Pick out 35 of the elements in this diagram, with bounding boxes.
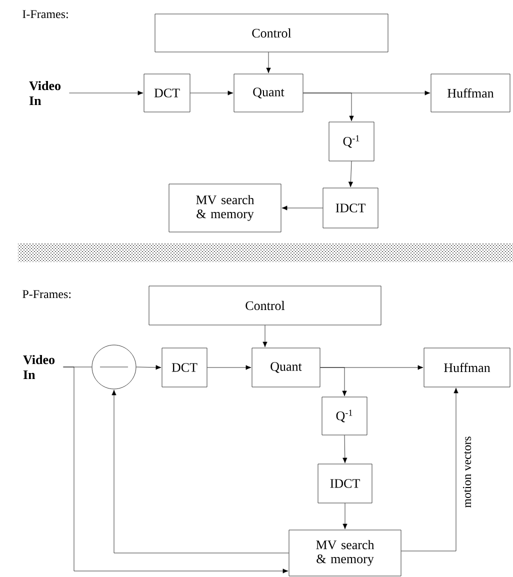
process-box: Control (154, 14, 388, 52)
arrow (401, 388, 458, 552)
input-label: Video In (29, 80, 61, 105)
subtractor-circle (92, 344, 136, 390)
process-box: Control (148, 286, 382, 326)
arrow (190, 90, 234, 96)
input-label: Video In (23, 354, 55, 379)
arrow (320, 367, 347, 396)
arrow (207, 365, 252, 370)
arrow (63, 366, 288, 574)
edge-label: motion vectors (462, 436, 472, 508)
arrow (348, 161, 354, 188)
process-box: Quant (234, 74, 304, 112)
section-label: I-Frames: (22, 10, 68, 18)
process-box: Huffman (430, 74, 510, 112)
process-box: IDCT (322, 188, 378, 228)
arrow (266, 52, 271, 74)
arrow (342, 503, 348, 530)
arrow (69, 90, 144, 96)
arrow (262, 325, 268, 348)
arrow (342, 435, 348, 464)
process-box: Huffman (424, 348, 510, 388)
process-box: IDCT (318, 464, 372, 504)
section-label: P-Frames: (22, 290, 71, 298)
process-box: MV search & memory (168, 184, 282, 232)
arrow (303, 92, 354, 122)
process-box: Quant (252, 348, 320, 388)
process-box: DCT (144, 74, 190, 112)
process-box: Q$^{-1}$ (328, 122, 374, 162)
arrow (112, 390, 289, 554)
arrow (136, 365, 162, 370)
arrow (282, 206, 323, 210)
process-box: Q$^{-1}$ (322, 396, 368, 436)
process-box: DCT (162, 348, 208, 388)
process-box: MV search & memory (288, 530, 402, 576)
